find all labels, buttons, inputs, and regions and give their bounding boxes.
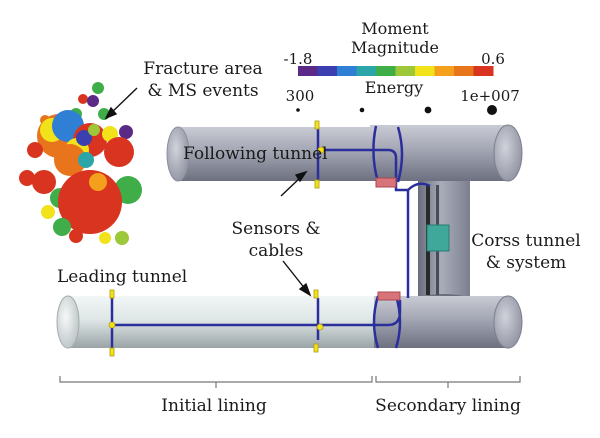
- sensors-label-line1: Sensors &: [231, 219, 320, 239]
- energy-title: Energy: [365, 78, 423, 97]
- secondary-lining-label: Secondary lining: [375, 396, 521, 416]
- following-tunnel-label: Following tunnel: [183, 144, 328, 164]
- colorbar-swatch: [395, 66, 416, 76]
- cross-tunnel-label-line1: Corss tunnel: [471, 231, 580, 251]
- colorbar-swatch: [415, 66, 435, 76]
- colorbar-swatch: [317, 66, 338, 76]
- leading-tunnel-initial-lining: [56, 295, 378, 349]
- cross-tunnel-system-box: [426, 224, 450, 252]
- colorbar-swatch: [356, 66, 377, 76]
- colorbar-swatch: [473, 66, 494, 76]
- colorbar-swatch: [434, 66, 455, 76]
- colorbar-swatch: [454, 66, 474, 76]
- fracture-area-label-line1: Fracture area: [143, 59, 262, 79]
- moment-magnitude-colorbar: [298, 66, 494, 76]
- colorbar-swatch: [298, 66, 318, 76]
- leading-tunnel-label: Leading tunnel: [57, 267, 187, 287]
- colorbar-title-line2: Magnitude: [351, 38, 439, 57]
- energy-max-label: 1e+007: [460, 87, 520, 105]
- energy-min-label: 300: [286, 87, 315, 105]
- colorbar-min-label: -1.8: [284, 50, 313, 68]
- annotation-arrows: [104, 87, 312, 297]
- ms-event-cluster: [19, 82, 142, 245]
- fracture-area-label-line2: & MS events: [147, 81, 258, 101]
- junction-box-lower: [377, 291, 401, 301]
- sensors: [108, 120, 325, 357]
- colorbar-title-line1: Moment: [361, 19, 429, 38]
- following-tunnel-body: [166, 126, 378, 182]
- junction-box-upper: [375, 177, 397, 188]
- colorbar-max-label: 0.6: [481, 50, 505, 68]
- colorbar-swatch: [376, 66, 396, 76]
- energy-scale-dots: [296, 105, 497, 115]
- sensors-label-line2: cables: [249, 241, 304, 261]
- monitoring-cables: [110, 125, 431, 350]
- following-tunnel-secondary-lining: [370, 124, 523, 182]
- colorbar-swatch: [337, 66, 357, 76]
- lining-brackets: [59, 376, 521, 388]
- initial-lining-label: Initial lining: [161, 396, 267, 416]
- cross-tunnel-label-line2: & system: [486, 253, 567, 273]
